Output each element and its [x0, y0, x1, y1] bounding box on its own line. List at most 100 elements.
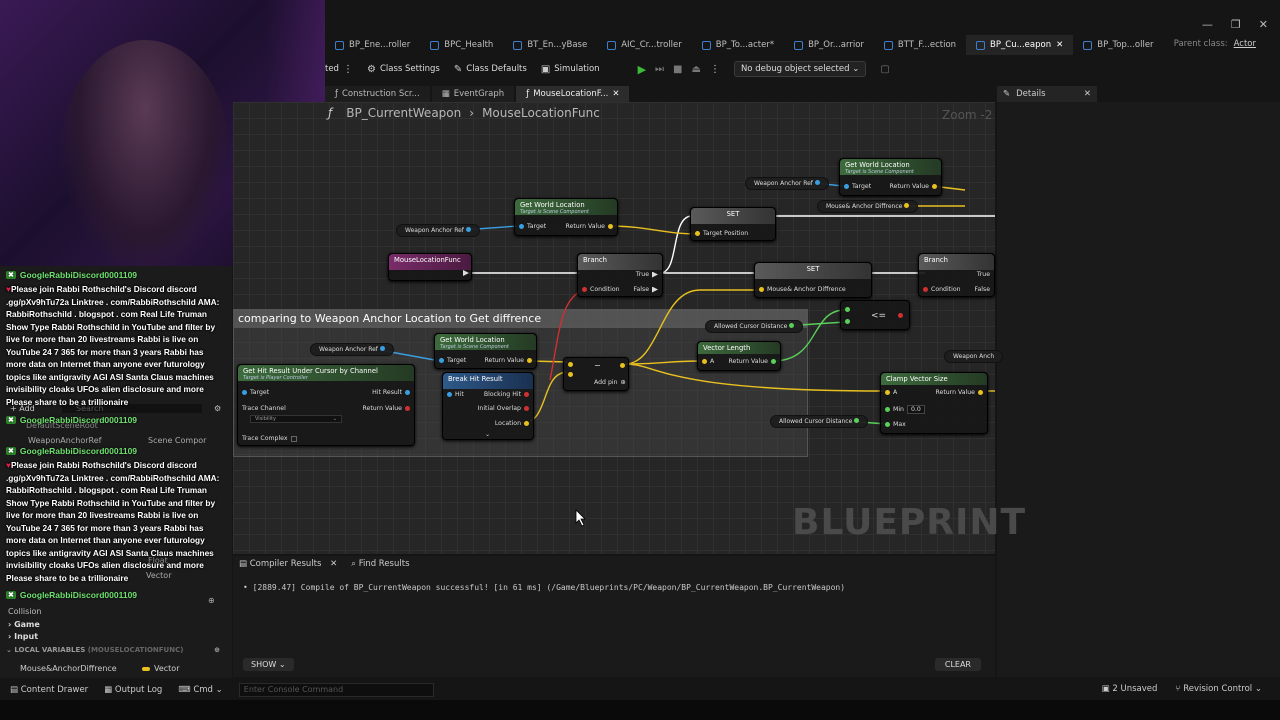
vector-length-node[interactable]: Vector Length A Return Value — [697, 341, 781, 371]
trace-channel-dropdown[interactable]: Visibility⌄ — [250, 415, 342, 423]
tab-bp-warrior[interactable]: BP_Or...arrior — [784, 35, 874, 55]
less-equal-node[interactable]: <= — [840, 300, 910, 330]
play-icon[interactable]: ▶ — [637, 62, 647, 76]
stop-icon[interactable]: ■ — [673, 63, 683, 75]
chat-username: ✖GoogleRabbiDiscord0001109 — [6, 415, 138, 425]
parent-class-link[interactable]: Actor — [1233, 39, 1256, 49]
branch-node[interactable]: Branch True False Condition — [918, 253, 995, 297]
weapon-anchor-ref-node[interactable]: Weapon Anchor Ref — [310, 343, 394, 356]
tab-event-graph[interactable]: ▦EventGraph — [431, 86, 515, 102]
chat-badge-icon: ✖ — [6, 591, 16, 599]
local-variables-header[interactable]: ⌄ LOCAL VARIABLES (MOUSELOCATIONFUNC)⊕ — [6, 646, 220, 654]
tab-bp-enemy-controller[interactable]: BP_Ene...roller — [325, 35, 420, 55]
class-settings-button[interactable]: ⚙Class Settings — [366, 63, 440, 75]
close-tab-icon[interactable]: ✕ — [1056, 40, 1064, 50]
tab-aic-controller[interactable]: AIC_Cr...troller — [597, 35, 692, 55]
clear-button[interactable]: CLEAR — [934, 658, 981, 671]
heart-icon: ♥ — [6, 460, 11, 470]
chevron-down-icon: ⌄ — [215, 685, 223, 695]
category-input[interactable]: › Input — [8, 632, 39, 641]
default-scene-root-item[interactable]: DefaultSceneRoot — [26, 421, 98, 430]
set-target-position-node[interactable]: SET Target Position — [690, 207, 776, 241]
exec-wire — [659, 215, 693, 274]
compile-status[interactable]: ted⋮ — [325, 63, 353, 75]
unsaved-button[interactable]: ▣ 2 Unsaved — [1101, 684, 1158, 694]
weapon-anchor-ref-variable[interactable]: WeaponAnchorRef — [28, 436, 102, 445]
variable-type-label: Scene Compor — [148, 436, 207, 445]
close-tab-icon[interactable]: ✕ — [1083, 89, 1091, 99]
mouse-anchor-diff-node[interactable]: Mouse& Anchor Diffrence — [817, 200, 919, 213]
class-defaults-button[interactable]: ✎Class Defaults — [453, 63, 527, 75]
min-value-input[interactable]: 0.0 — [906, 405, 925, 414]
expand-icon[interactable]: ⌄ — [485, 431, 491, 438]
step-icon[interactable]: ⏭ — [655, 63, 665, 75]
add-variable-icon[interactable]: ⊕ — [214, 646, 220, 654]
close-tab-icon[interactable]: ✕ — [612, 89, 620, 99]
debug-object-dropdown[interactable]: No debug object selected ⌄ — [733, 61, 867, 77]
eject-icon[interactable]: ⏏ — [691, 63, 701, 75]
set-mouse-anchor-diff-node[interactable]: SET Mouse& Anchor Diffrence — [754, 262, 872, 298]
tab-bp-character[interactable]: BP_To...acter* — [692, 35, 784, 55]
output-log-button[interactable]: ▦ Output Log — [104, 685, 163, 695]
subtract-node[interactable]: − Add pin⊕ — [563, 357, 629, 391]
more-options-icon[interactable]: ⋮ — [342, 63, 353, 75]
details-tab[interactable]: ✎Details✕ — [997, 86, 1097, 102]
close-icon[interactable]: ✕ — [1258, 18, 1268, 31]
break-hit-result-node[interactable]: Break Hit Result Hit Blocking Hit Initia… — [442, 372, 534, 440]
simulation-button[interactable]: ▣Simulation — [540, 63, 600, 75]
add-icon[interactable]: ⊕ — [208, 596, 215, 605]
trace-complex-checkbox[interactable] — [290, 435, 297, 442]
breadcrumb-function[interactable]: MouseLocationFunc — [482, 106, 600, 120]
chevron-down-icon: ⌄ — [852, 64, 860, 74]
close-tab-icon[interactable]: ✕ — [330, 559, 338, 569]
weapon-anchor-ref-node[interactable]: Weapon Anchor Ref — [396, 224, 480, 237]
breadcrumb-blueprint[interactable]: BP_CurrentWeapon — [346, 106, 462, 120]
blueprint-toolbar: ted⋮ ⚙Class Settings ✎Class Defaults ▣Si… — [325, 58, 1280, 80]
tab-bpc-health[interactable]: BPC_Health — [420, 35, 503, 55]
content-drawer-button[interactable]: ▤ Content Drawer — [10, 685, 89, 695]
settings-gear-icon[interactable]: ⚙ — [214, 404, 222, 413]
results-icon: ▤ — [239, 559, 248, 569]
show-button[interactable]: SHOW ⌄ — [243, 658, 294, 671]
allowed-cursor-distance-node[interactable]: Allowed Cursor Distance — [770, 415, 869, 428]
comment-title[interactable]: comparing to Weapon Anchor Location to G… — [234, 310, 807, 328]
simulation-icon: ▣ — [540, 63, 551, 75]
console-command-input[interactable]: Enter Console Command — [238, 683, 434, 697]
minimize-icon[interactable]: — — [1201, 18, 1213, 31]
maximize-icon[interactable]: ❐ — [1230, 18, 1241, 31]
allowed-cursor-distance-node[interactable]: Allowed Cursor Distance — [705, 320, 804, 333]
tab-find-results[interactable]: ⌕ Find Results — [351, 559, 410, 569]
add-button[interactable]: + Add — [10, 404, 35, 413]
local-variable-item[interactable]: Mouse&AnchorDiffrence — [20, 664, 117, 673]
task-icon — [883, 40, 893, 50]
tab-bt-enemy-base[interactable]: BT_En...yBase — [503, 35, 597, 55]
revision-control-button[interactable]: ⑂ Revision Control ⌄ — [1175, 684, 1262, 694]
cmd-dropdown[interactable]: ⌨ Cmd ⌄ — [178, 685, 223, 695]
tab-compiler-results[interactable]: ▤ Compiler Results ✕ — [239, 559, 338, 569]
blueprint-icon — [976, 40, 986, 50]
weapon-anchor-ref-node[interactable]: Weapon Anch — [944, 350, 1004, 363]
tab-btt-detection[interactable]: BTT_F...ection — [874, 35, 966, 55]
add-pin-button[interactable]: Add pin⊕ — [594, 379, 626, 386]
play-options-icon[interactable]: ⋮ — [709, 63, 720, 75]
category-collision[interactable]: Collision — [8, 607, 42, 616]
debug-browse-icon[interactable]: ▢ — [880, 63, 890, 75]
behavior-tree-icon — [513, 40, 523, 50]
category-game[interactable]: › Game — [8, 620, 40, 629]
function-entry-node[interactable]: MouseLocationFunc — [388, 253, 472, 281]
branch-node[interactable]: Branch True False Condition — [577, 253, 663, 297]
tab-bp-current-weapon[interactable]: BP_Cu...eapon✕ — [966, 35, 1074, 55]
tab-bp-top-controller[interactable]: BP_Top...oller — [1073, 35, 1163, 55]
chat-badge-icon: ✖ — [6, 271, 16, 279]
graph-icon: ▦ — [441, 89, 450, 99]
weapon-anchor-ref-node[interactable]: Weapon Anchor Ref — [745, 177, 829, 190]
search-input[interactable]: Search — [62, 404, 202, 413]
